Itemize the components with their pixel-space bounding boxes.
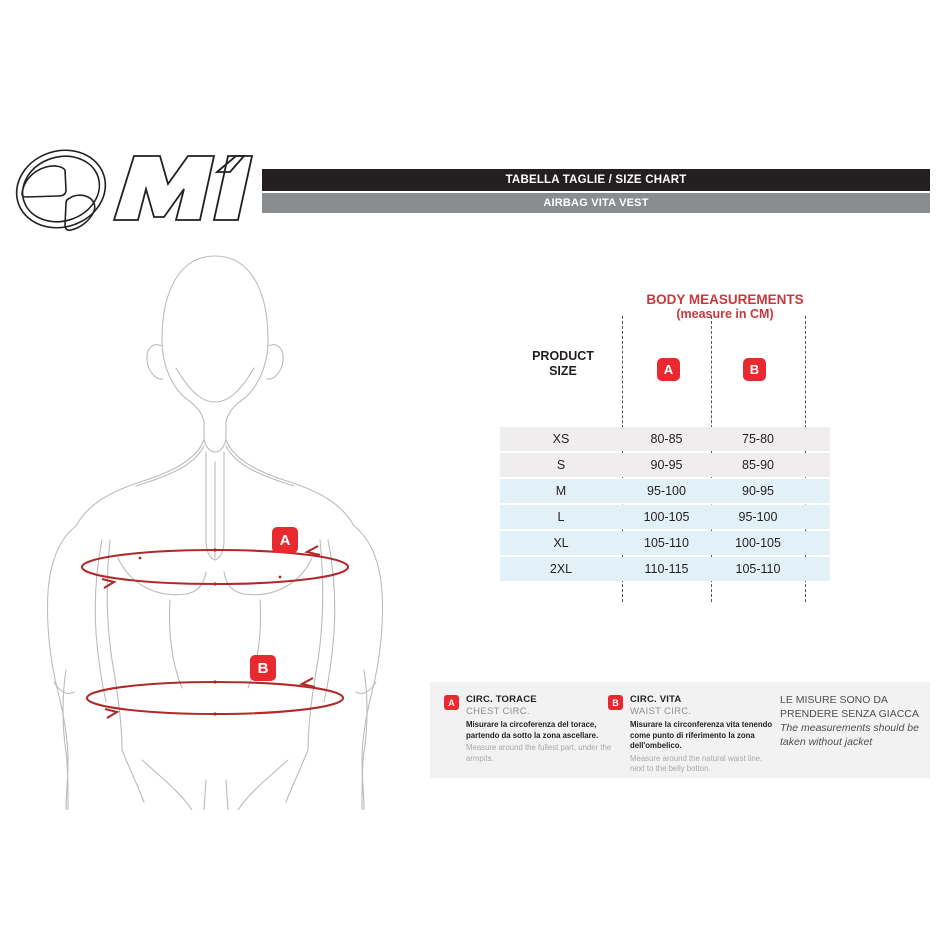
body-measurement-diagram: A B bbox=[10, 240, 420, 811]
cell-size: M bbox=[555, 484, 567, 498]
cell-waist-range: 100-105 bbox=[735, 536, 781, 550]
legend-entry-b: B CIRC. VITA WAIST CIRC. Misurare la cir… bbox=[608, 694, 773, 775]
legend-a-desc-en: Measure around the fullest part, under t… bbox=[466, 743, 612, 763]
cell-waist-range: 105-110 bbox=[735, 562, 781, 576]
product-size-heading: PRODUCT SIZE bbox=[508, 349, 618, 379]
marker-a-badge: A bbox=[272, 527, 298, 553]
legend-b-title-it: CIRC. VITA bbox=[630, 694, 682, 705]
m1-logo-icon bbox=[15, 149, 254, 232]
product-subtitle-bar: AIRBAG VITA VEST bbox=[262, 193, 930, 213]
chest-measure-ellipse bbox=[80, 545, 350, 589]
cell-chest-range: 95-100 bbox=[647, 484, 686, 498]
cell-chest-range: 100-105 bbox=[643, 510, 690, 524]
cell-waist-range: 95-100 bbox=[738, 510, 778, 524]
product-size-line1: PRODUCT bbox=[532, 349, 594, 363]
product-subtitle: AIRBAG VITA VEST bbox=[543, 197, 649, 209]
product-size-line2: SIZE bbox=[549, 364, 577, 378]
body-measurements-subtitle: (measure in CM) bbox=[676, 307, 774, 321]
legend-note-en: The measurements should be taken without… bbox=[780, 722, 919, 748]
cell-chest-range: 110-115 bbox=[644, 562, 689, 576]
legend-b-badge: B bbox=[608, 695, 623, 710]
cell-size: 2XL bbox=[549, 562, 573, 576]
table-row: XS 80-85 75-80 bbox=[500, 427, 830, 451]
legend-b-desc-en: Measure around the natural waist line, n… bbox=[630, 753, 763, 774]
legend-note-it: LE MISURE SONO DA PRENDERE SENZA GIACCA bbox=[780, 694, 919, 720]
legend-a-title-en: CHEST CIRC. bbox=[466, 706, 530, 717]
brand-logo bbox=[8, 142, 258, 238]
row-separator bbox=[500, 581, 830, 583]
table-row: L 100-105 95-100 bbox=[500, 505, 830, 529]
marker-b-badge: B bbox=[250, 655, 276, 681]
table-row: 2XL 110-115 105-110 bbox=[500, 557, 830, 581]
cell-waist-range: 90-95 bbox=[742, 484, 774, 498]
cell-size: S bbox=[556, 458, 566, 472]
cell-chest-range: 80-85 bbox=[650, 432, 683, 446]
table-row: M 95-100 90-95 bbox=[500, 479, 830, 503]
legend-entry-a: A CIRC. TORACE CHEST CIRC. Misurare la c… bbox=[444, 694, 614, 764]
legend-a-title-it: CIRC. TORACE bbox=[466, 694, 537, 705]
legend-note: LE MISURE SONO DA PRENDERE SENZA GIACCA … bbox=[780, 694, 925, 749]
legend-b-desc-it: Misurare la circonferenza vita tenendo c… bbox=[630, 720, 773, 750]
body-measurements-heading: BODY MEASUREMENTS (measure in CM) bbox=[620, 292, 830, 322]
column-a-badge: A bbox=[657, 358, 680, 381]
page-title: TABELLA TAGLIE / SIZE CHART bbox=[505, 174, 687, 186]
cell-waist-range: 85-90 bbox=[742, 458, 774, 472]
cell-chest-range: 90-95 bbox=[650, 458, 683, 472]
table-row: S 90-95 85-90 bbox=[500, 453, 830, 477]
column-b-badge: B bbox=[743, 358, 766, 381]
legend-a-badge: A bbox=[444, 695, 459, 710]
body-measurements-title: BODY MEASUREMENTS bbox=[646, 292, 804, 307]
cell-waist-range: 75-80 bbox=[742, 432, 774, 446]
size-chart-table: BODY MEASUREMENTS (measure in CM) PRODUC… bbox=[500, 292, 830, 607]
measurement-legend-panel: A CIRC. TORACE CHEST CIRC. Misurare la c… bbox=[430, 682, 930, 778]
cell-size: XS bbox=[552, 432, 570, 446]
legend-a-desc-it: Misurare la circoferenza del torace, par… bbox=[466, 720, 599, 740]
svg-text:B: B bbox=[258, 660, 269, 677]
legend-b-title-en: WAIST CIRC. bbox=[630, 706, 692, 717]
table-row: XL 105-110 100-105 bbox=[500, 531, 830, 555]
torso-illustration-icon: A B bbox=[46, 255, 384, 811]
cell-chest-range: 105-110 bbox=[644, 536, 689, 550]
svg-text:A: A bbox=[280, 532, 291, 549]
cell-size: XL bbox=[553, 536, 569, 550]
cell-size: L bbox=[557, 510, 565, 524]
waist-measure-ellipse bbox=[85, 677, 345, 719]
page-title-bar: TABELLA TAGLIE / SIZE CHART bbox=[262, 169, 930, 191]
